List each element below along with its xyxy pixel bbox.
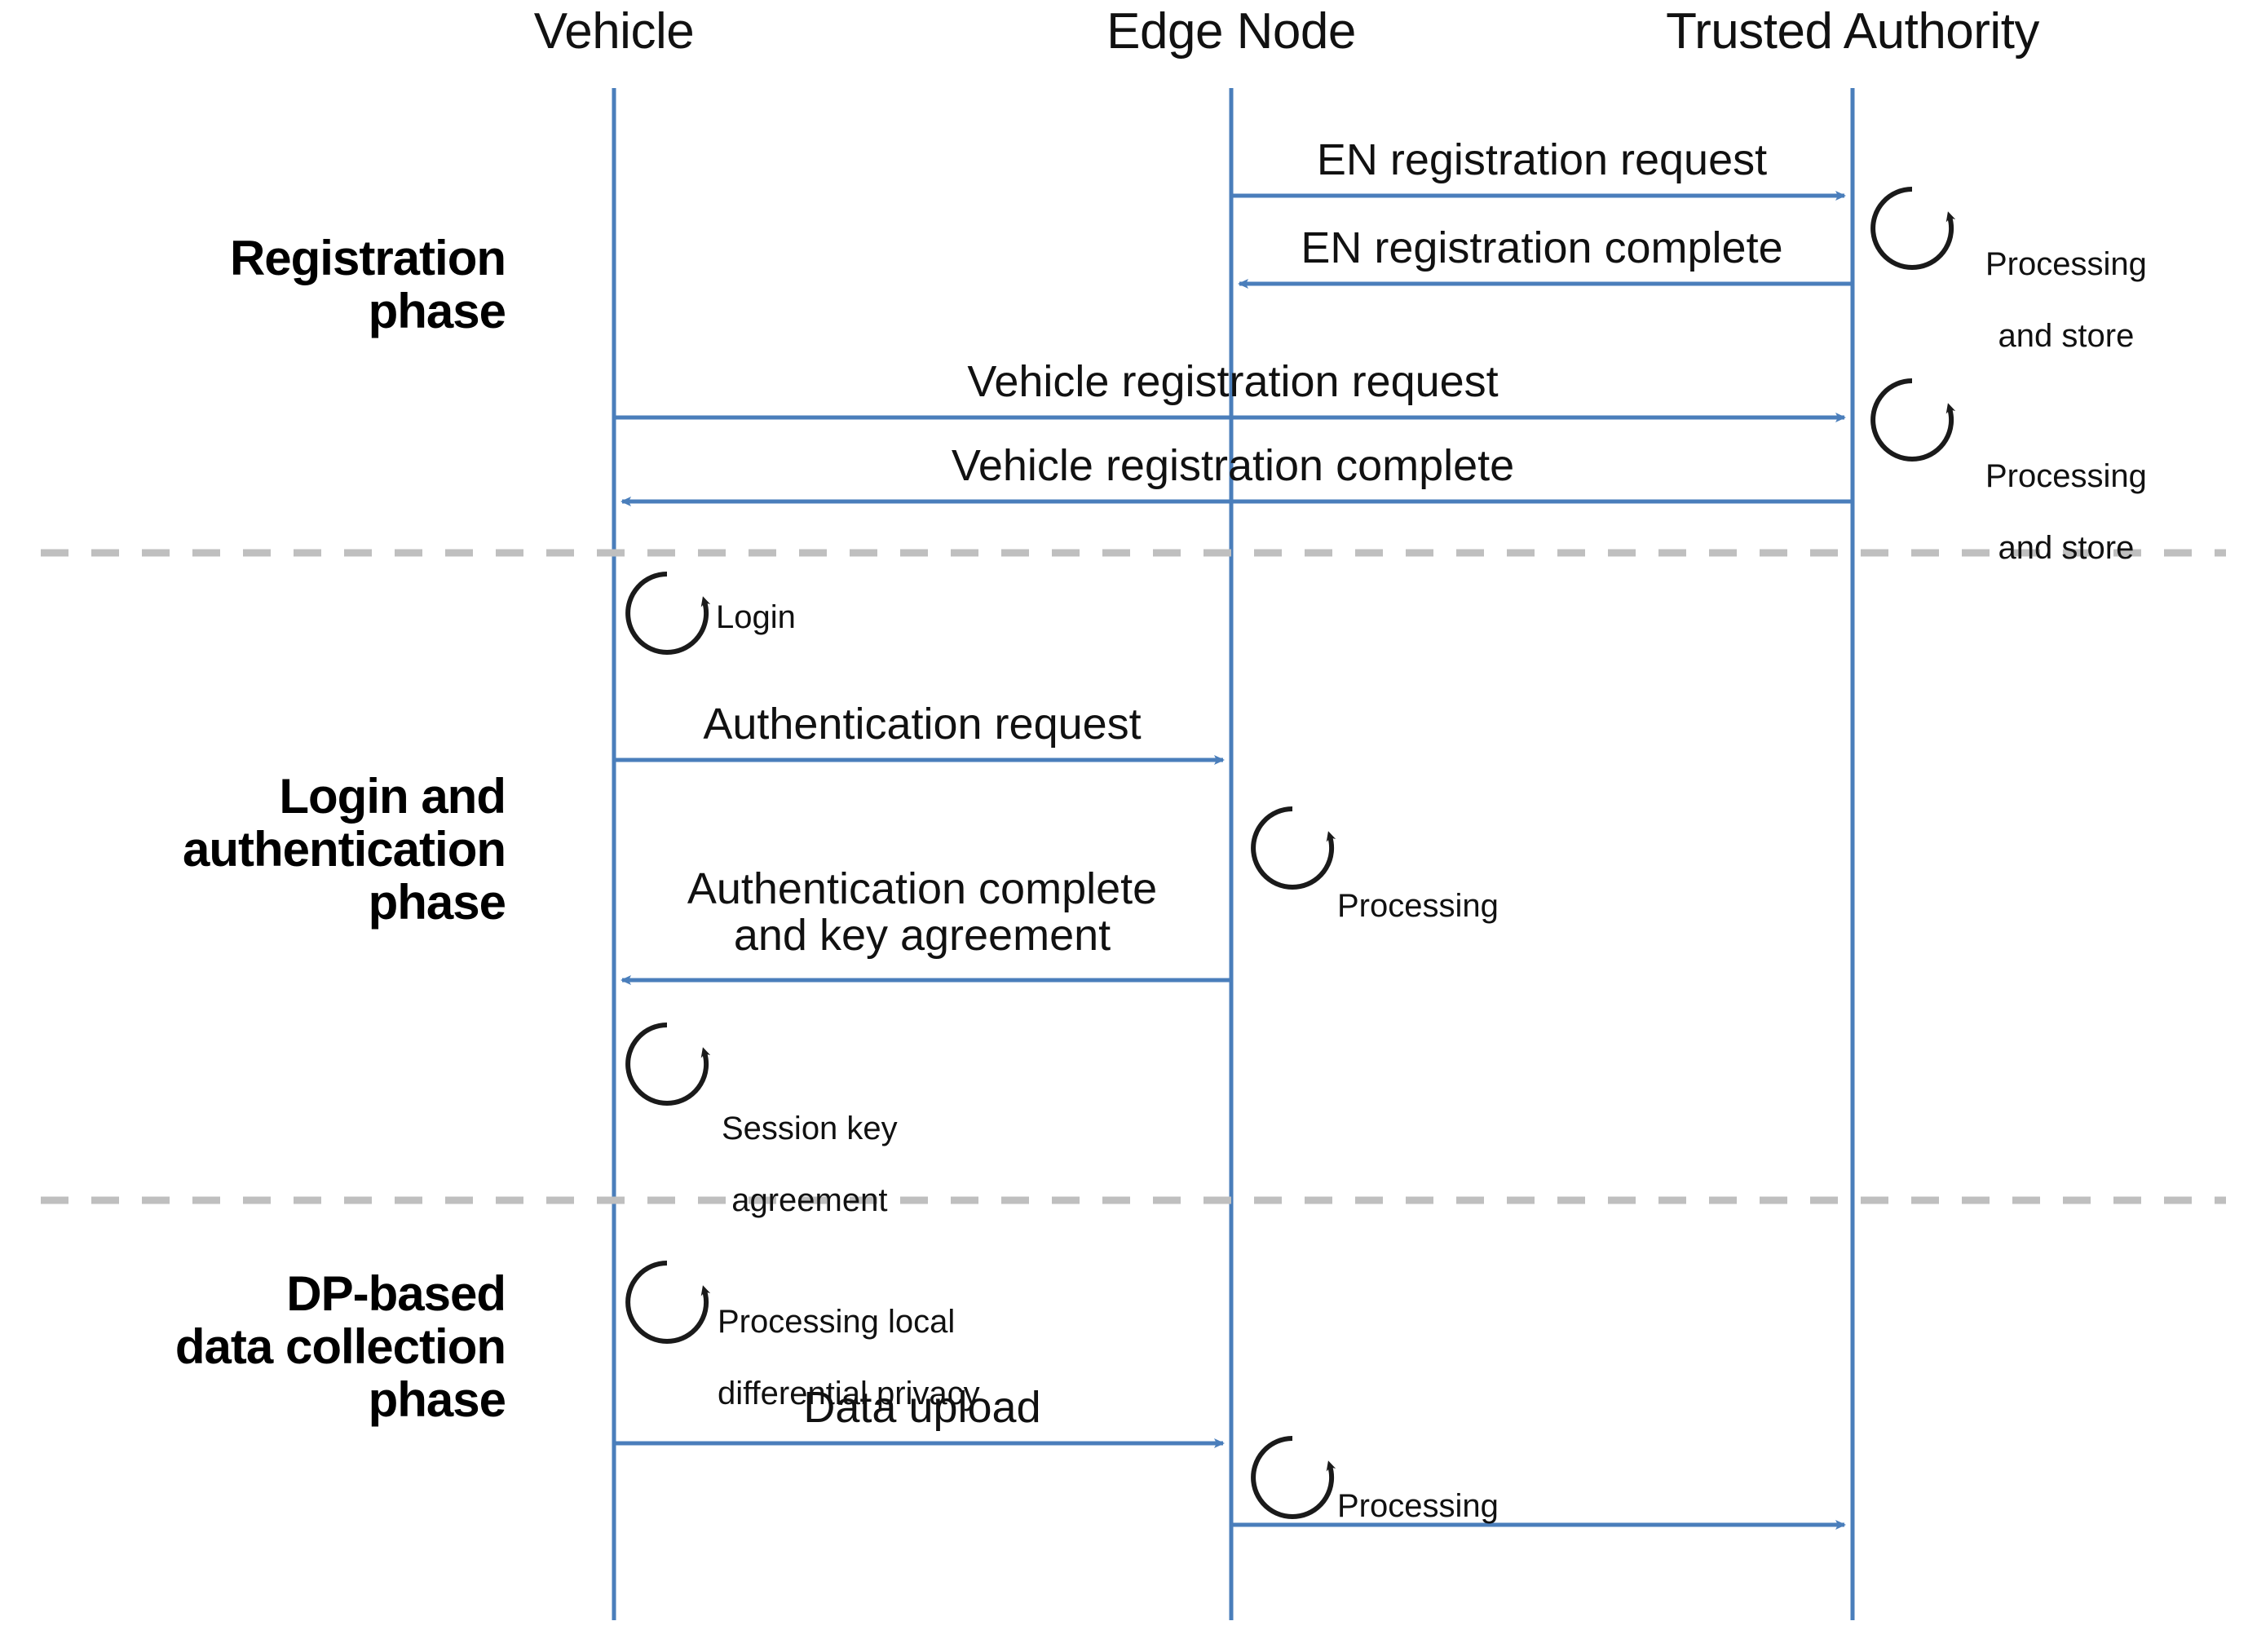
phase-label-registration-line1: Registration [229,231,506,285]
phase-label-dp-collection-line1: DP-based [286,1266,506,1321]
phase-label-dp-collection-line2: data collection [174,1319,506,1374]
self-action-label-edge-processing-1: Processing [1337,888,1499,924]
self-action-label-vehicle-ldp: Processing local differential privacy [718,1268,980,1447]
self-loop-icon-vehicle-login [625,572,711,655]
message-label-en-reg-request: EN registration request [1316,135,1768,184]
self-action-label-ta-processing-store-2: Processing and store [1985,422,2147,602]
phase-dividers-group [41,549,2226,1204]
self-loop-icon-ta-processing-store-1 [1870,187,1956,270]
self-action-label-ta-processing-store-1: Processing and store [1985,210,2147,390]
self-action-label-vehicle-login: Login [716,599,796,635]
actor-header-edge-node: Edge Node [1106,3,1356,60]
phase-label-registration: Registration phase [49,232,506,338]
self-action-label-vehicle-ldp-line2: differential privacy [718,1376,980,1411]
self-loop-icon-edge-processing-1 [1251,806,1336,890]
message-label-vehicle-reg-complete: Vehicle registration complete [951,441,1515,490]
phase-label-dp-collection-line3: phase [368,1372,506,1427]
phase-label-login-auth: Login and authentication phase [16,769,506,930]
self-action-label-ta-processing-store-1-line2: and store [1998,318,2135,354]
self-loop-icon-vehicle-session-key [625,1023,711,1106]
self-loop-icons-group [625,187,1956,1519]
self-action-label-ta-processing-store-2-line2: and store [1998,530,2135,566]
lifelines-group [612,88,1855,1620]
phase-label-login-auth-line2: authentication [182,821,506,877]
self-loop-icon-vehicle-ldp [625,1261,711,1344]
phase-label-registration-line2: phase [368,283,506,338]
actor-header-trusted-authority: Trusted Authority [1666,3,2039,60]
phase-label-login-auth-line3: phase [368,874,506,930]
phase-label-login-auth-line1: Login and [279,769,506,824]
message-label-data-upload: Data upload [803,1383,1041,1432]
message-arrows-group [614,191,1853,1530]
self-action-label-vehicle-ldp-line1: Processing local [718,1304,956,1340]
self-action-label-vehicle-session-key-line1: Session key [722,1111,898,1146]
actor-header-vehicle: Vehicle [533,3,695,60]
phase-label-dp-collection: DP-based data collection phase [16,1266,506,1427]
self-action-label-vehicle-session-key-line2: agreement [731,1182,888,1218]
self-action-label-ta-processing-store-2-line1: Processing [1985,458,2147,494]
self-action-label-ta-processing-store-1-line1: Processing [1985,246,2147,282]
message-label-auth-complete: Authentication complete and key agreemen… [687,864,1158,961]
message-label-vehicle-reg-request: Vehicle registration request [967,357,1499,406]
self-action-label-edge-processing-2: Processing [1337,1488,1499,1524]
self-loop-icon-edge-processing-2 [1251,1436,1336,1519]
message-label-en-reg-complete: EN registration complete [1301,223,1783,272]
message-label-auth-complete-line2: and key agreement [733,911,1111,961]
self-loop-icon-ta-processing-store-2 [1870,378,1956,462]
message-label-auth-request: Authentication request [703,700,1142,749]
self-action-label-vehicle-session-key: Session key agreement [722,1075,898,1254]
message-label-auth-complete-line1: Authentication complete [687,864,1158,913]
